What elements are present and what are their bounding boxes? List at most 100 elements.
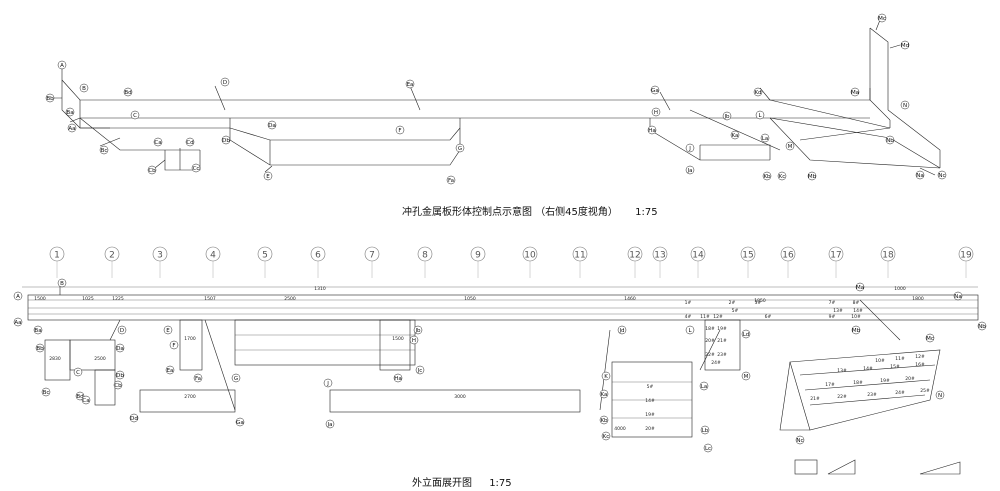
- point-label: Kb: [600, 418, 608, 424]
- axis-marker-11: 11: [572, 246, 588, 278]
- panel-label-skew: 17#: [825, 382, 835, 388]
- iso-point-Cd: Cd: [185, 137, 195, 147]
- point-label: H: [654, 110, 658, 116]
- iso-point-Cc: Cc: [191, 163, 201, 173]
- point-label: Ma: [851, 90, 859, 96]
- iso-point-C: C: [130, 110, 140, 120]
- axis-marker-3: 3: [152, 246, 168, 278]
- panel-label-skew: 23#: [867, 392, 877, 398]
- panel-label-skew: 16#: [915, 362, 925, 368]
- axis-marker-12: 12: [627, 246, 643, 278]
- dimension-label: 2500: [94, 356, 106, 362]
- panel-label-skew: 11#: [895, 356, 905, 362]
- point-label: K: [604, 374, 608, 380]
- axis-label: 1: [54, 251, 60, 261]
- point-label: Ga: [651, 88, 659, 94]
- iso-point-Ga: Ga: [650, 85, 660, 95]
- elev-point-G: G: [231, 373, 241, 383]
- top-caption-scale: 1:75: [635, 207, 658, 218]
- iso-point-Ba: Ba: [65, 107, 75, 117]
- dimension-label: 1310: [314, 286, 326, 292]
- elev-point-La: La: [699, 381, 709, 391]
- point-label: Bd: [76, 394, 83, 400]
- panel-label-skew: 15#: [890, 364, 900, 370]
- elev-point-Cb: Cb: [113, 380, 123, 390]
- panel-label-skew: 18#: [853, 380, 863, 386]
- axis-marker-2: 2: [104, 246, 120, 278]
- elev-point-Bb: Bb: [35, 343, 45, 353]
- panel-label-strip: 13#: [833, 308, 843, 314]
- dimension-label: 1225: [112, 296, 124, 302]
- panel-label-strip: 14#: [853, 308, 863, 314]
- point-label: Nc: [796, 438, 803, 444]
- point-label: D: [223, 80, 227, 86]
- dimension-label: 3000: [454, 394, 466, 400]
- panel-label-recess: 19#: [645, 412, 655, 418]
- point-label: Ba: [34, 328, 41, 334]
- axis-label: 10: [524, 251, 536, 261]
- elev-point-Kb: Kb: [599, 415, 609, 425]
- iso-point-Jb: Jb: [722, 111, 732, 121]
- dimension-label: 4000: [614, 426, 626, 432]
- iso-point-Bd: Bd: [123, 87, 133, 97]
- bottom-caption-scale: 1:75: [489, 478, 512, 489]
- dimension-label: 1050: [464, 296, 476, 302]
- panel-label-skew: 14#: [863, 366, 873, 372]
- panel-label-strip: 7#: [829, 300, 836, 306]
- panel-label-skew: 12#: [915, 354, 925, 360]
- axis-label: 14: [692, 251, 704, 261]
- iso-point-Aa: Aa: [67, 123, 77, 133]
- panel-label-strip: 12#: [713, 314, 723, 320]
- iso-point-Mc: Mc: [877, 13, 887, 23]
- panel-label-col14: 22#: [705, 352, 715, 358]
- iso-point-L: L: [755, 110, 765, 120]
- panel-label-skew: 22#: [837, 394, 847, 400]
- elev-point-Lc: Lc: [703, 443, 713, 453]
- elev-point-Na: Na: [953, 291, 963, 301]
- point-label: F: [172, 343, 175, 349]
- elev-point-B: B: [57, 278, 67, 288]
- point-label: Cb: [148, 168, 156, 174]
- iso-point-Da: Da: [267, 120, 277, 130]
- panel-label-col14: 24#: [711, 360, 721, 366]
- elev-point-Ka: Ka: [599, 389, 609, 399]
- point-label: Da: [116, 346, 124, 352]
- iso-point-B: B: [79, 83, 89, 93]
- iso-point-Ma: Ma: [850, 87, 860, 97]
- axis-label: 11: [574, 251, 585, 261]
- iso-point-La: La: [760, 133, 770, 143]
- axis-label: 7: [369, 251, 375, 261]
- top-caption-title: 冲孔金属板形体控制点示意图: [402, 207, 532, 218]
- point-label: E: [166, 328, 170, 334]
- dimension-label: 2830: [49, 356, 61, 362]
- axis-label: 17: [830, 251, 841, 261]
- iso-point-Kc: Kc: [777, 171, 787, 181]
- iso-point-J: J: [685, 143, 695, 153]
- point-label: Jb: [414, 328, 421, 334]
- dimension-label: 2700: [184, 394, 196, 400]
- axis-marker-5: 5: [257, 246, 273, 278]
- dimension-label: 1850: [754, 298, 766, 304]
- point-label: Nb: [886, 138, 894, 144]
- elev-point-Kc: Kc: [601, 431, 611, 441]
- iso-point-Kb: Kb: [762, 171, 772, 181]
- point-label: Ka: [732, 133, 739, 139]
- panel-label-col14: 20#: [705, 338, 715, 344]
- point-label: Aa: [68, 126, 75, 132]
- point-label: Ea: [167, 368, 174, 374]
- axis-marker-9: 9: [470, 246, 486, 278]
- axis-label: 4: [210, 251, 216, 261]
- iso-point-E: E: [263, 171, 273, 181]
- panel-label-col14: 21#: [717, 338, 727, 344]
- panel-label-skew: 19#: [880, 378, 890, 384]
- panel-label-skew: 25#: [920, 388, 930, 394]
- axis-label: 8: [422, 251, 428, 261]
- axis-marker-19: 19: [958, 246, 974, 278]
- dimension-label: 1700: [184, 336, 196, 342]
- elev-point-Aa: Aa: [13, 317, 23, 327]
- axis-marker-16: 16: [780, 246, 796, 278]
- point-label: G: [458, 146, 462, 152]
- elev-point-C: C: [73, 367, 83, 377]
- axis-marker-17: 17: [828, 246, 844, 278]
- point-label: Jd: [618, 328, 624, 334]
